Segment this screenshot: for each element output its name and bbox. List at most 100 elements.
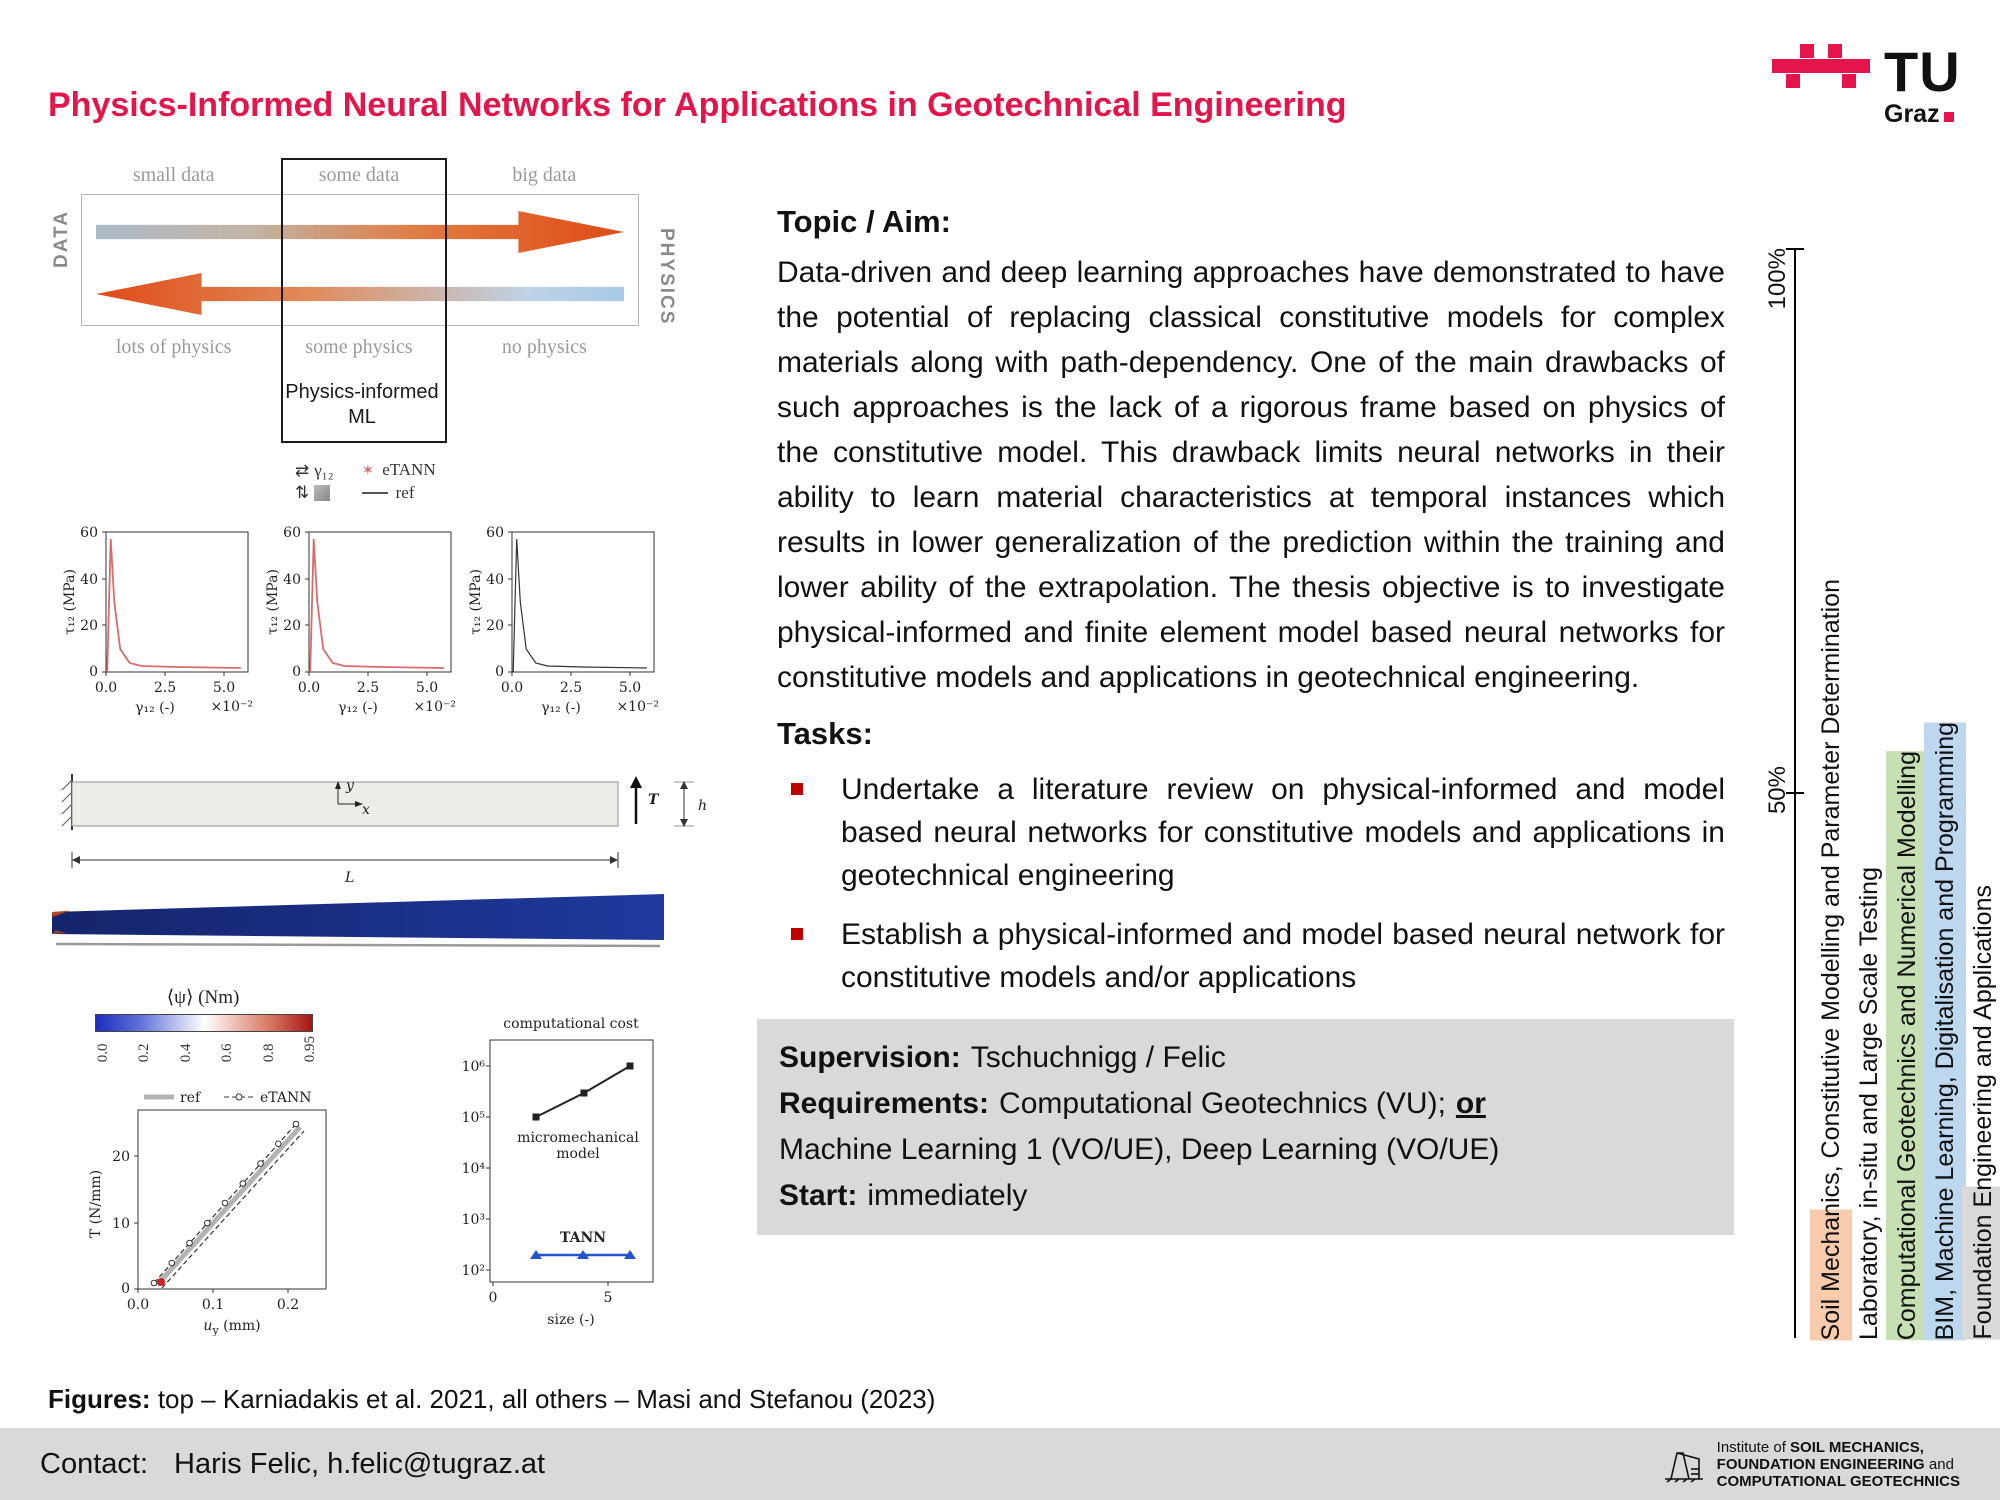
shear-vertical-arrows-icon: ⇅ bbox=[295, 482, 310, 502]
y-tick: 60 bbox=[80, 525, 98, 541]
beam-x-label: x bbox=[362, 802, 370, 818]
data-amount-labels: small data some data big data bbox=[132, 164, 577, 186]
physics-amount-labels: lots of physics some physics no physics bbox=[115, 336, 587, 358]
skill-laboratory: Laboratory, in-situ and Large Scale Test… bbox=[1855, 867, 1883, 1340]
tick-100: 100% bbox=[1764, 248, 1791, 310]
x-axis-exponent: ×10⁻² bbox=[210, 699, 253, 715]
x-tick: 0.2 bbox=[277, 1297, 299, 1313]
y-tick: 0 bbox=[292, 664, 301, 680]
contact-line: Contact:Haris Felic, h.felic@tugraz.at bbox=[40, 1447, 546, 1480]
skill-foundation-engineering: Foundation Engineering and Applications bbox=[1962, 885, 2000, 1340]
x-tick: 0 bbox=[489, 1290, 498, 1306]
requirements-line: Requirements:Computational Geotechnics (… bbox=[779, 1087, 1500, 1166]
plot-title: computational cost bbox=[503, 1016, 639, 1032]
x-tick: 0.0 bbox=[298, 680, 320, 696]
gamma-label: γ₁₂ bbox=[314, 460, 334, 480]
physics-informed-ml-box bbox=[281, 158, 447, 443]
main-content: Topic / Aim: Data-driven and deep learni… bbox=[757, 204, 1734, 1235]
x-axis-label: γ₁₂ (-) bbox=[541, 700, 581, 716]
skill-computational-geotechnics: Computational Geotechnics and Numerical … bbox=[1886, 750, 1928, 1340]
footer-bar: Contact:Haris Felic, h.felic@tugraz.at I… bbox=[0, 1428, 2000, 1500]
supervision-info-box: Supervision:Tschuchnigg / Felic Requirem… bbox=[757, 1019, 1734, 1235]
logo-graz-text: Graz bbox=[1884, 100, 1940, 128]
x-tick: 0.0 bbox=[501, 680, 523, 696]
x-tick: 2.5 bbox=[357, 680, 379, 696]
x-tick: 0.0 bbox=[127, 1297, 149, 1313]
etann-legend-label: eTANN bbox=[382, 460, 436, 479]
beam-L-label: L bbox=[344, 870, 354, 886]
page-title: Physics-Informed Neural Networks for App… bbox=[48, 86, 1347, 124]
y-tick: 20 bbox=[112, 1149, 130, 1165]
y-tick: 60 bbox=[283, 525, 301, 541]
micromechanical-label-2: model bbox=[556, 1146, 600, 1162]
fe-result-beam bbox=[52, 888, 664, 978]
x-tick: 0.0 bbox=[95, 680, 117, 696]
logo-red-square bbox=[1943, 112, 1954, 122]
y-axis-label: T (N/mm) bbox=[88, 1170, 104, 1238]
y-tick: 20 bbox=[80, 618, 98, 634]
force-displacement-plot: ref eTANN 20 10 0 T (N/mm) 0.0 0.1 0.2 u… bbox=[86, 1084, 336, 1341]
y-tick: 10⁴ bbox=[462, 1161, 486, 1177]
y-tick: 0 bbox=[121, 1281, 130, 1297]
shear-arrows-icon: ⇄ bbox=[295, 460, 310, 480]
ref-legend-label: ref bbox=[395, 483, 415, 502]
topic-text: Data-driven and deep learning approaches… bbox=[777, 256, 1725, 694]
physics-axis-label: PHYSICS bbox=[656, 228, 677, 326]
y-axis-label: τ₁₂ (MPa) bbox=[468, 569, 484, 635]
expertise-bar-chart: 100% 50% Soil Mechanics, Constitutive Mo… bbox=[1764, 248, 2000, 1340]
y-tick: 40 bbox=[80, 572, 98, 588]
y-tick: 60 bbox=[486, 525, 504, 541]
material-element-icon bbox=[314, 484, 331, 501]
topic-heading: Topic / Aim: bbox=[777, 204, 951, 239]
y-tick: 10 bbox=[112, 1216, 130, 1232]
x-tick: 0.1 bbox=[202, 1297, 224, 1313]
stress-plot-3: 60 40 20 0 τ₁₂ (MPa) 0.0 2.5 5.0 γ₁₂ (-)… bbox=[466, 522, 661, 723]
tick-50: 50% bbox=[1764, 766, 1791, 815]
x-tick: 2.5 bbox=[560, 680, 582, 696]
y-tick: 0 bbox=[495, 664, 504, 680]
x-tick: 5.0 bbox=[213, 680, 235, 696]
shear-legend: ⇄ γ₁₂ ⇅ ✶ eTANN ref bbox=[295, 460, 436, 503]
colorbar-ticks: 0.0 0.2 0.4 0.6 0.8 0.95 bbox=[95, 1036, 318, 1063]
legend-ref: ref bbox=[180, 1090, 202, 1106]
x-axis-label: uy (mm) bbox=[203, 1318, 260, 1336]
initial-state-marker bbox=[157, 1278, 165, 1286]
y-tick: 10⁶ bbox=[462, 1059, 486, 1075]
beam-schematic: y x T h L bbox=[58, 768, 728, 891]
computational-cost-plot: computational cost 10⁶ 10⁵ 10⁴ 10³ 10² 0… bbox=[448, 1010, 663, 1340]
logo-tu-text: TU bbox=[1884, 40, 1961, 103]
institute-block: Institute of SOIL MECHANICS, FOUNDATION … bbox=[1663, 1439, 1960, 1490]
tasks-heading: Tasks: bbox=[777, 716, 873, 751]
task-item: Undertake a literature review on physica… bbox=[777, 768, 1725, 897]
colorbar-label: ⟨ψ⟩ (Nm) bbox=[166, 987, 240, 1008]
beam-y-label: y bbox=[345, 778, 355, 794]
beam-h-label: h bbox=[698, 798, 707, 814]
x-tick: 5.0 bbox=[416, 680, 438, 696]
y-tick: 10² bbox=[462, 1263, 485, 1279]
legend-etann: eTANN bbox=[260, 1090, 311, 1106]
etann-marker-icon: ✶ bbox=[361, 462, 375, 479]
task-item: Establish a physical-informed and model … bbox=[777, 913, 1725, 999]
x-axis-exponent: ×10⁻² bbox=[413, 699, 456, 715]
x-tick: 5 bbox=[604, 1290, 613, 1306]
figures-caption: Figures: top – Karniadakis et al. 2021, … bbox=[48, 1384, 936, 1414]
x-axis-label: γ₁₂ (-) bbox=[135, 700, 175, 716]
y-axis-label: τ₁₂ (MPa) bbox=[62, 569, 78, 635]
x-axis-label: γ₁₂ (-) bbox=[338, 700, 378, 716]
y-tick: 10³ bbox=[462, 1212, 485, 1228]
y-tick: 0 bbox=[89, 664, 98, 680]
bullet-icon bbox=[791, 783, 803, 795]
stress-plot-2: 60 40 20 0 τ₁₂ (MPa) 0.0 2.5 5.0 γ₁₂ (-)… bbox=[263, 522, 458, 723]
beam-T-label: T bbox=[648, 792, 660, 808]
institute-name: Institute of SOIL MECHANICS, FOUNDATION … bbox=[1716, 1438, 1960, 1490]
tu-graz-logo: TU Graz bbox=[1772, 44, 1961, 127]
institute-logo-icon bbox=[1664, 1452, 1703, 1483]
tann-label: TANN bbox=[560, 1230, 606, 1246]
ref-line-icon bbox=[361, 492, 388, 494]
micromechanical-label-1: micromechanical bbox=[517, 1130, 639, 1146]
tu-graz-logo-mark bbox=[1772, 44, 1870, 88]
skill-soil-mechanics: Soil Mechanics, Constitutive Modelling a… bbox=[1810, 578, 1852, 1340]
y-tick: 40 bbox=[486, 572, 504, 588]
x-axis-label: size (-) bbox=[547, 1312, 594, 1328]
data-physics-spectrum-figure: DATA PHYSICS small data some data big da… bbox=[51, 158, 685, 450]
